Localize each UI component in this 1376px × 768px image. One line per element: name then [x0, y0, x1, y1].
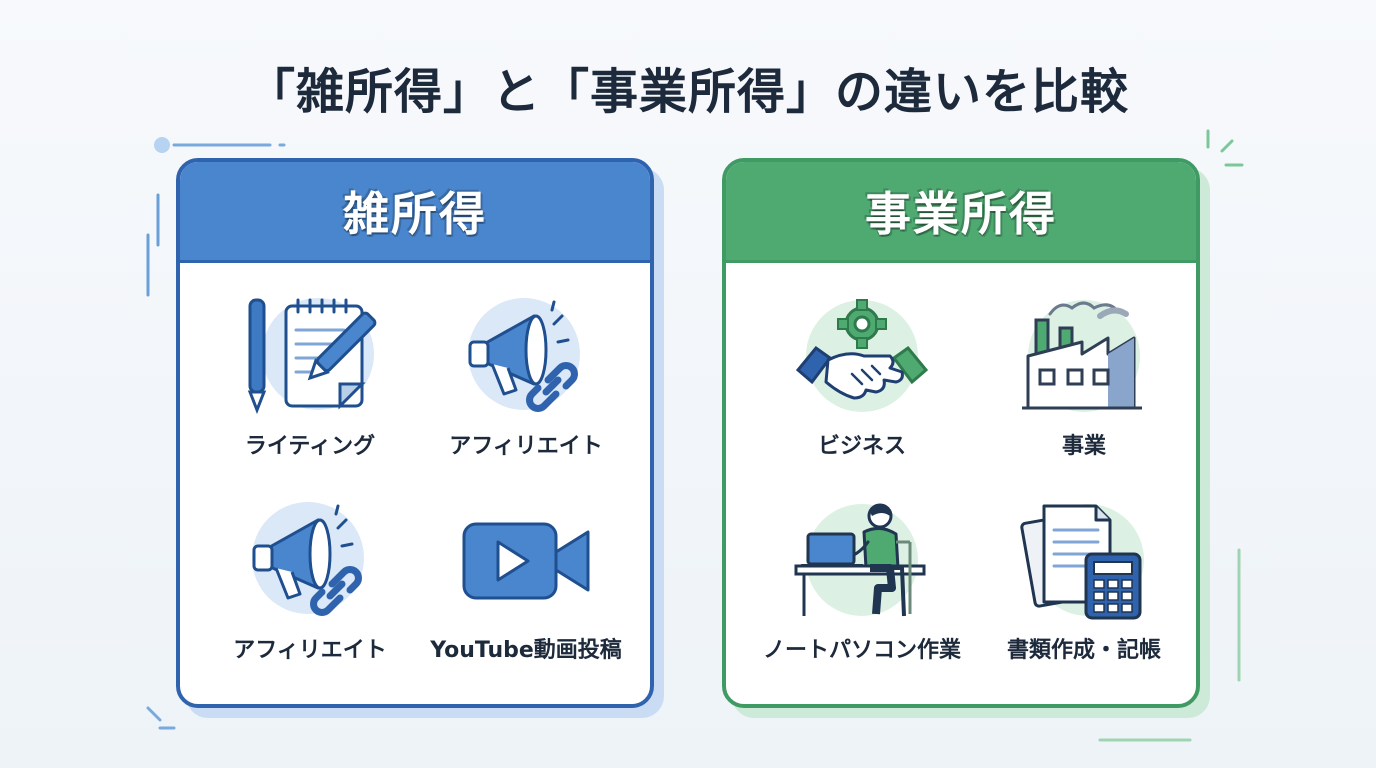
affiliate-label-1: アフィリエイト [449, 434, 603, 459]
megaphone-link-icon [252, 502, 364, 616]
decorative-sparkle-top-right [1206, 129, 1244, 167]
misc-income-header: 雑所得 [180, 162, 650, 263]
business-income-panel: 事業所得 ビジネス [722, 158, 1200, 708]
documents-item: 書類作成・記帳 [974, 502, 1194, 664]
documents-label: 書類作成・記帳 [1006, 638, 1161, 663]
affiliate-item-1: アフィリエイト [416, 298, 636, 460]
misc-income-panel: 雑所得 ライティング [176, 158, 654, 708]
megaphone-link-icon [468, 298, 580, 412]
business-item: ビジネス [752, 298, 972, 460]
decorative-lines-right [1237, 548, 1241, 682]
youtube-item: YouTube動画投稿 [416, 502, 636, 664]
decorative-lines-top-left [146, 137, 286, 297]
business-label: ビジネス [817, 434, 906, 459]
affiliate-item-2: アフィリエイト [200, 502, 420, 664]
enterprise-item: 事業 [974, 298, 1194, 460]
laptop-worker-icon [794, 503, 926, 617]
writing-item: ライティング [200, 298, 420, 460]
affiliate-label-2: アフィリエイト [233, 638, 387, 663]
business-income-header: 事業所得 [726, 162, 1196, 263]
video-camera-icon [462, 522, 590, 600]
factory-icon [1022, 300, 1142, 412]
decorative-lines-bottom [146, 706, 1192, 742]
writing-label: ライティング [244, 434, 376, 459]
laptop-work-label: ノートパソコン作業 [762, 638, 961, 663]
youtube-label: YouTube動画投稿 [430, 638, 622, 663]
handshake-gear-icon [795, 299, 929, 412]
notepad-pen-icon [247, 298, 377, 415]
laptop-work-item: ノートパソコン作業 [752, 502, 972, 664]
documents-calculator-icon [1020, 504, 1144, 620]
enterprise-label: 事業 [1061, 434, 1106, 459]
page-title: 「雑所得」と「事業所得」の違いを比較 [246, 64, 1129, 120]
